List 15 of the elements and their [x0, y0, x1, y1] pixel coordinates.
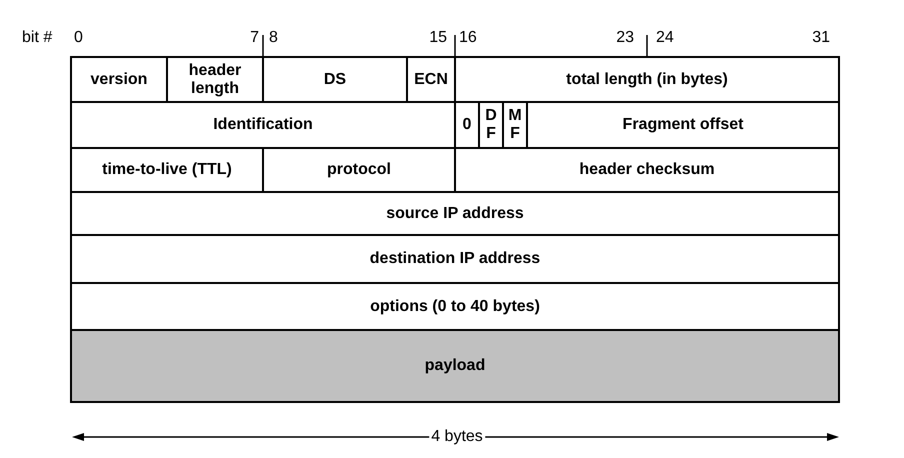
- dimension-label: 4 bytes: [429, 429, 485, 445]
- bit-number: 8: [269, 30, 278, 46]
- bit-number: 31: [812, 30, 830, 46]
- bit-number: 7: [250, 30, 259, 46]
- header-field: version: [70, 56, 168, 103]
- bit-label: bit #: [22, 30, 52, 46]
- header-field: total length (in bytes): [454, 56, 840, 103]
- bit-number: 15: [429, 30, 447, 46]
- bit-number: 16: [459, 30, 477, 46]
- bit-number: 24: [656, 30, 674, 46]
- payload-block: payload: [70, 329, 840, 403]
- header-field: source IP address: [70, 191, 840, 236]
- header-field: destination IP address: [70, 234, 840, 284]
- bit-number: 23: [616, 30, 634, 46]
- bit-number: 0: [74, 30, 83, 46]
